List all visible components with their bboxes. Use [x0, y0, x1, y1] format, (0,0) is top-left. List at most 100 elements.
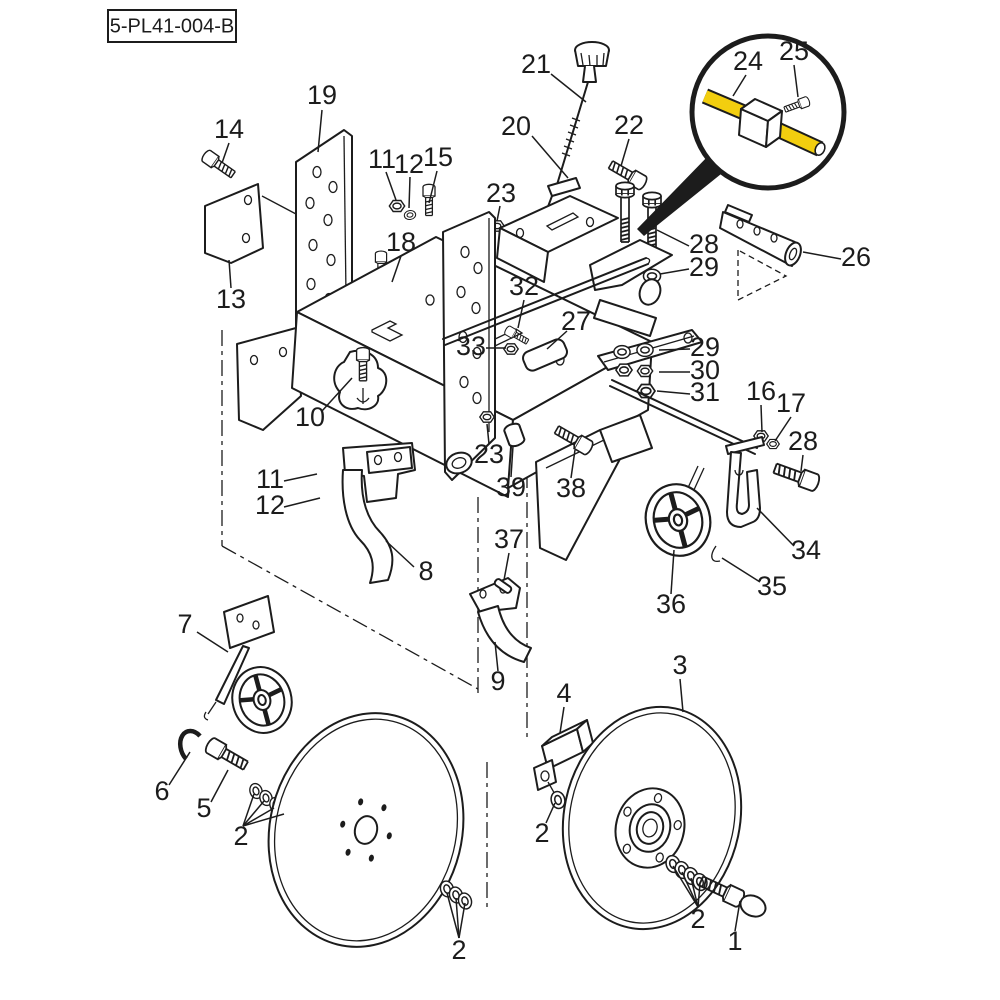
- part-14-screw: [199, 148, 238, 181]
- part-37-pin: [493, 578, 513, 594]
- part-24-cube: [738, 98, 783, 148]
- part-11-nut-upper: [388, 199, 406, 213]
- part-callout-2c: 2: [451, 935, 466, 965]
- part-35-clip: [711, 545, 721, 562]
- leader-line-2c-2: [458, 902, 466, 939]
- part-callout-39: 39: [496, 472, 526, 502]
- part-callout-14: 14: [214, 114, 244, 144]
- part-code-text: 5-PL41-004-B: [110, 15, 235, 37]
- part-17-locknut: [766, 438, 780, 450]
- part-28-bolt-left: [615, 181, 635, 243]
- leader-line-23a: [496, 205, 501, 222]
- part-callout-4: 4: [556, 678, 571, 708]
- part-callout-33: 33: [456, 331, 486, 361]
- part-36-gauge-wheel: [638, 465, 718, 563]
- disc-hub: [614, 787, 686, 869]
- leader-line-27: [546, 330, 568, 350]
- part-callout-17: 17: [776, 388, 806, 418]
- part-callout-23b: 23: [474, 439, 504, 469]
- leader-line-26: [802, 251, 842, 260]
- part-callout-36: 36: [656, 589, 686, 619]
- leader-line-9: [494, 641, 499, 672]
- leader-line-22: [620, 138, 630, 167]
- leader-line-2d: [672, 865, 699, 908]
- part-callout-31: 31: [690, 377, 720, 407]
- part-code-label: 5-PL41-004-B: [107, 9, 237, 43]
- leader-line-19: [317, 109, 323, 153]
- part-callout-2a: 2: [233, 821, 248, 851]
- part-callout-8: 8: [418, 556, 433, 586]
- part-callout-28a: 28: [689, 229, 719, 259]
- part-6-cap: [177, 728, 202, 761]
- leader-line-20: [531, 135, 569, 179]
- leader-line-25: [793, 64, 799, 98]
- leader-line-3: [679, 678, 684, 713]
- part-callout-20: 20: [501, 111, 531, 141]
- part-callout-34: 34: [791, 535, 821, 565]
- leader-line-2d-3: [697, 883, 701, 908]
- part-callout-29a: 29: [689, 252, 719, 282]
- part-callout-15: 15: [423, 142, 453, 172]
- pivot-bushing: [445, 451, 473, 475]
- right-angle-bracket: [589, 239, 673, 337]
- part-callout-11a: 11: [368, 144, 396, 174]
- part-callout-18: 18: [386, 227, 416, 257]
- leader-line-13: [228, 259, 232, 289]
- part-23-nut-lower: [479, 411, 495, 423]
- leader-line-2d-1: [681, 871, 699, 908]
- leader-line-29a: [659, 268, 690, 275]
- part-21-knob: [574, 41, 610, 83]
- part-callout-30: 30: [690, 355, 720, 385]
- left-disc-blade: [267, 712, 465, 948]
- leader-line-34: [756, 507, 795, 547]
- part-callout-9: 9: [490, 666, 505, 696]
- part-callout-32: 32: [509, 271, 539, 301]
- leader-line-23b: [486, 423, 490, 445]
- leader-line-18: [391, 255, 402, 283]
- part-callout-28b: 28: [788, 426, 818, 456]
- leader-line-5: [210, 769, 229, 803]
- leader-line-24: [732, 74, 747, 97]
- leader-line-10: [321, 377, 353, 412]
- part-callout-11b: 11: [256, 464, 284, 494]
- leader-line-29b: [658, 348, 691, 351]
- part-30-lock-washer: [636, 364, 654, 378]
- leader-line-32: [517, 299, 525, 329]
- part-callout-7: 7: [177, 609, 192, 639]
- nut-stack-left: [615, 363, 633, 377]
- part-28-bolt-gauge: [771, 459, 823, 494]
- leader-line-1: [734, 900, 741, 932]
- leader-line-14: [221, 142, 230, 164]
- leader-line-11b: [283, 473, 318, 482]
- leader-line-11a: [385, 171, 397, 201]
- part-callout-19: 19: [307, 80, 337, 110]
- leader-line-2c: [446, 892, 460, 939]
- lower-left-plate: [236, 327, 302, 431]
- part-9-shoe: [469, 577, 532, 663]
- part-callout-24: 24: [733, 46, 763, 76]
- part-callout-35: 35: [757, 571, 787, 601]
- leader-line-28a: [656, 229, 690, 247]
- part-callout-2b: 2: [534, 818, 549, 848]
- part-callout-10: 10: [295, 402, 325, 432]
- part-callout-16: 16: [746, 376, 776, 406]
- part-39-roller: [503, 422, 526, 448]
- part-33-nut: [503, 343, 519, 355]
- part-5-bolt: [202, 735, 251, 774]
- magnifier-arrow: [637, 154, 726, 236]
- part-callout-26: 26: [841, 242, 871, 272]
- part-callout-21: 21: [521, 49, 551, 79]
- part-8-shank: [341, 446, 413, 584]
- leader-line-2c-1: [455, 897, 460, 939]
- leader-line-2a: [242, 793, 255, 827]
- leader-line-7: [196, 631, 229, 653]
- leader-line-12b: [283, 497, 321, 508]
- leader-line-2a-2: [242, 807, 275, 827]
- lower-right-support: [535, 414, 653, 561]
- leader-line-35: [721, 557, 761, 583]
- part-27-square-bar: [522, 338, 568, 372]
- leader-line-2b: [545, 802, 556, 824]
- part-callout-13: 13: [216, 284, 246, 314]
